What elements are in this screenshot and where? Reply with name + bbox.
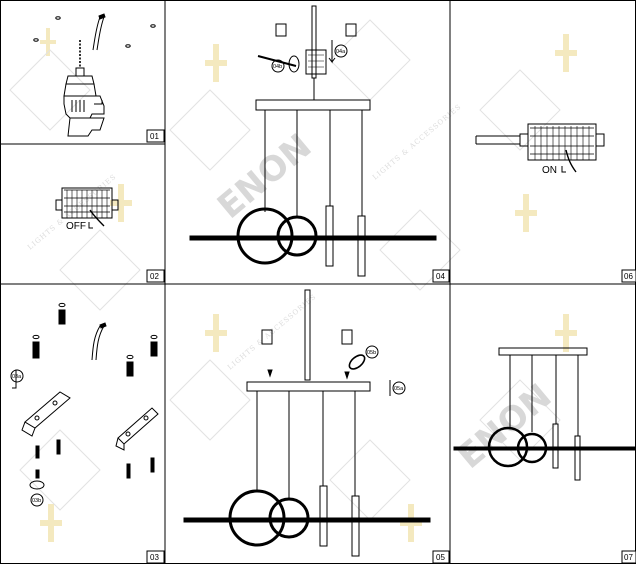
panel-03: 03a 03b 03: [10, 302, 165, 564]
terminal-block-icon: [519, 123, 605, 173]
rotation-arrow-icon: [29, 480, 45, 490]
tube-light-2: [574, 435, 581, 481]
ceiling-canopy: [246, 381, 371, 392]
large-ring-light: [228, 489, 286, 547]
pendant-cables: [256, 391, 356, 500]
panel-number: 07: [624, 553, 633, 562]
panel-number: 04: [436, 272, 445, 281]
large-ring-light: [487, 426, 529, 468]
pendant-cables: [509, 355, 579, 436]
small-ring-light: [276, 215, 318, 257]
panel-07: 07: [453, 347, 636, 564]
screwdriver-icon: [257, 55, 297, 67]
step-badge-2: [271, 59, 285, 73]
step-badge-2: [392, 381, 406, 395]
watermark-tagline-2: LIGHTS & ACCESSORIES: [371, 103, 463, 182]
mounting-bracket-icon: [21, 391, 71, 437]
tube-light-2: [357, 215, 366, 277]
ceiling-canopy: [255, 99, 371, 111]
panel-number-box: [621, 269, 636, 283]
step-badge-2: [30, 493, 44, 507]
terminal-block-icon: [55, 187, 119, 227]
panel-number: 05: [436, 553, 445, 562]
tube-light-2: [351, 495, 360, 557]
step-badge-label-2: 03b: [32, 498, 41, 504]
power-cable-icon: [475, 135, 520, 145]
terminal-block-icon: [305, 49, 327, 75]
switch-state-label: ON: [542, 165, 557, 176]
panel-number: 06: [624, 272, 633, 281]
screw-marker: [267, 369, 273, 378]
step-badge-label-2: 05a: [394, 386, 404, 392]
panel-01: 01: [33, 13, 165, 143]
wire-bundle-icon: [91, 322, 107, 361]
panel-number-box: [146, 129, 165, 143]
step-badge-label: 04a: [336, 49, 346, 55]
tube-light: [319, 485, 328, 547]
ceiling-hole-marks: [33, 16, 156, 48]
tube-light: [325, 205, 334, 267]
panel-number-box: [146, 550, 165, 564]
panel-number-box: [432, 550, 450, 564]
power-drill-icon: [63, 40, 105, 137]
suspension-rod: [304, 289, 311, 381]
rotation-arrow-icon: [348, 354, 366, 370]
step-badge-label: 05b: [367, 350, 376, 356]
mounting-bracket-icon-2: [115, 407, 159, 451]
panel-number-box: [621, 550, 636, 564]
watermark-crosses: [40, 28, 577, 542]
switch-arrow-icon: [561, 166, 566, 173]
panel-06: ON 06: [475, 123, 636, 283]
hole-marks: [32, 302, 158, 360]
switch-arrow-icon: [88, 222, 93, 229]
step-badge-label: 03a: [12, 374, 22, 380]
panel-04: 04a 04b 04: [189, 5, 450, 283]
panel-number: 03: [150, 553, 159, 562]
watermark-brand-2: ENON: [450, 376, 559, 477]
watermark-letterforms: [9, 19, 561, 521]
step-badge: [10, 369, 24, 383]
ceiling-canopy: [498, 347, 588, 356]
panel-number: 01: [150, 132, 159, 141]
watermark-layer: ENON ENON LIGHTS & ACCESSORIES LIGHTS & …: [9, 19, 577, 542]
switch-state-label: OFF: [66, 221, 86, 232]
ceiling-wires-icon: [92, 13, 106, 51]
panel-05: 05b 05a 05: [183, 289, 450, 564]
tube-light: [552, 423, 559, 469]
panel-number-box: [146, 269, 165, 283]
step-badge: [365, 345, 379, 359]
panel-number-box: [432, 269, 450, 283]
panel-02: OFF 02: [55, 187, 165, 283]
screw-marker-2: [344, 371, 350, 380]
rotation-arrow-icon: [288, 55, 300, 73]
large-ring-light: [236, 207, 294, 265]
step-badge: [334, 44, 348, 58]
horizontal-bar-light: [189, 235, 437, 241]
bracket-icon: [275, 23, 357, 37]
panel-number: 02: [150, 272, 159, 281]
small-ring-light: [516, 432, 548, 464]
screw-icons: [35, 439, 155, 479]
down-arrow-icon: [328, 40, 336, 64]
small-ring-light: [268, 497, 310, 539]
wall-anchor-icon: [32, 309, 158, 377]
step-badge-label-2: 04b: [273, 64, 282, 70]
pendant-cables: [264, 110, 363, 216]
bracket-icon: [261, 329, 353, 345]
